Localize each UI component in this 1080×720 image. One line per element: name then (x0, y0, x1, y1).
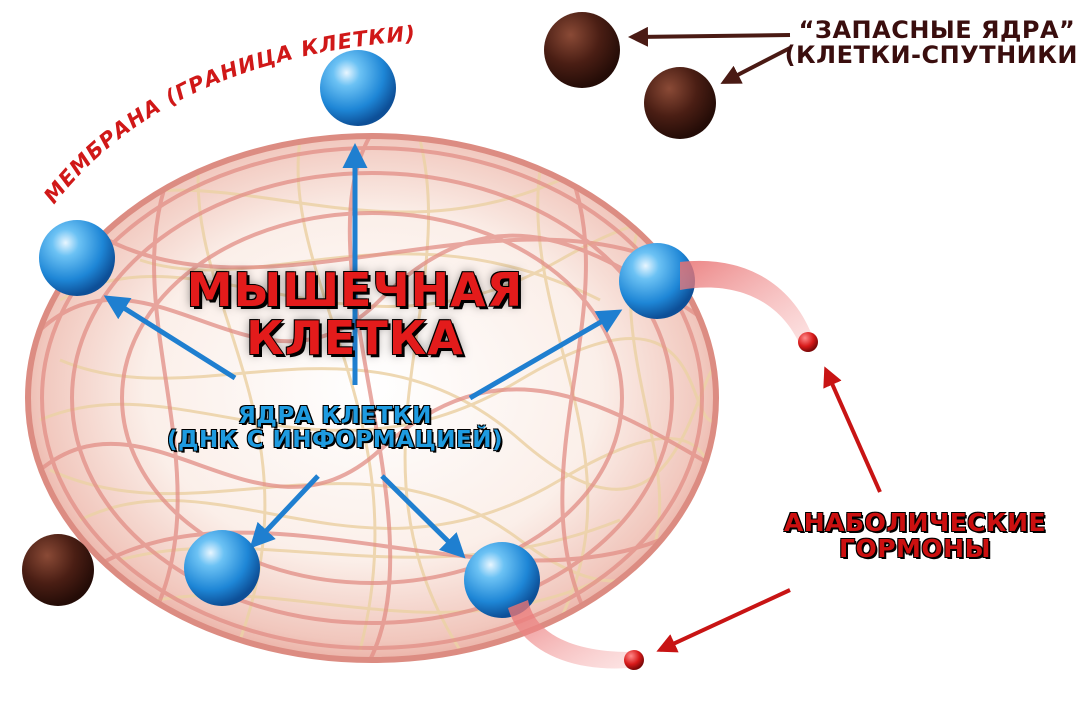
title-line-2: КЛЕТКА (245, 311, 464, 366)
hormone-arrows (656, 366, 882, 653)
arrow-to-satellite-1 (628, 26, 791, 47)
hormone-droplet-bottom (624, 650, 644, 670)
hormones-label-line-1: АНАБОЛИЧЕСКИЕ (783, 508, 1047, 537)
arrow-to-nucleus-bottom-right (380, 474, 466, 559)
cell-membrane (25, 133, 719, 663)
nuclei-label: ЯДРА КЛЕТКИ (ДНК С ИНФОРМАЦИЕЙ) (140, 404, 530, 452)
hormone-trails (508, 260, 812, 669)
nuclei-label-line-2: (ДНК С ИНФОРМАЦИЕЙ) (167, 427, 503, 454)
muscle-cell (25, 133, 719, 663)
arrow-to-nucleus-bottom-left (249, 474, 320, 549)
satellite-cell-2 (644, 67, 716, 139)
satellite-label-line-2: (КЛЕТКИ-СПУТНИКИ) (784, 41, 1080, 70)
hormones-label-line-2: ГОРМОНЫ (839, 534, 991, 564)
hormone-trail-bottom (508, 600, 630, 669)
arrow-hormone-to-right (823, 366, 882, 493)
hormone-trail-right (680, 260, 812, 345)
nucleus-arrows (103, 143, 623, 559)
arrow-to-nucleus-left (103, 295, 237, 381)
nucleus-bottom-left (184, 530, 260, 606)
satellite-label-line-1: “ЗАПАСНЫЕ ЯДРА” (798, 16, 1076, 44)
satellite-cells-label: “ЗАПАСНЫЕ ЯДРА” (КЛЕТКИ-СПУТНИКИ) (782, 16, 1080, 70)
satellite-cell-1 (544, 12, 620, 88)
nuclei (39, 50, 695, 618)
arrow-to-nucleus-right (468, 309, 623, 401)
muscle-cell-title: МЫШЕЧНАЯ КЛЕТКА (180, 263, 530, 366)
satellite-arrows (628, 26, 791, 84)
title-line-1: МЫШЕЧНАЯ (186, 263, 524, 317)
nucleus-bottom-right (464, 542, 540, 618)
arrow-hormone-to-bottom (656, 588, 791, 653)
membrane-mesh (38, 136, 716, 660)
nucleus-top (320, 50, 396, 126)
nuclei-label-line-1: ЯДРА КЛЕТКИ (238, 403, 432, 429)
hormone-droplet-right (798, 332, 818, 352)
arrow-to-satellite-2 (720, 46, 791, 84)
nucleus-left (39, 220, 115, 296)
nucleus-right (619, 243, 695, 319)
hormones-label: АНАБОЛИЧЕСКИЕ ГОРМОНЫ (770, 508, 1060, 564)
satellite-cell-3 (22, 534, 94, 606)
satellite-cells (22, 12, 716, 606)
